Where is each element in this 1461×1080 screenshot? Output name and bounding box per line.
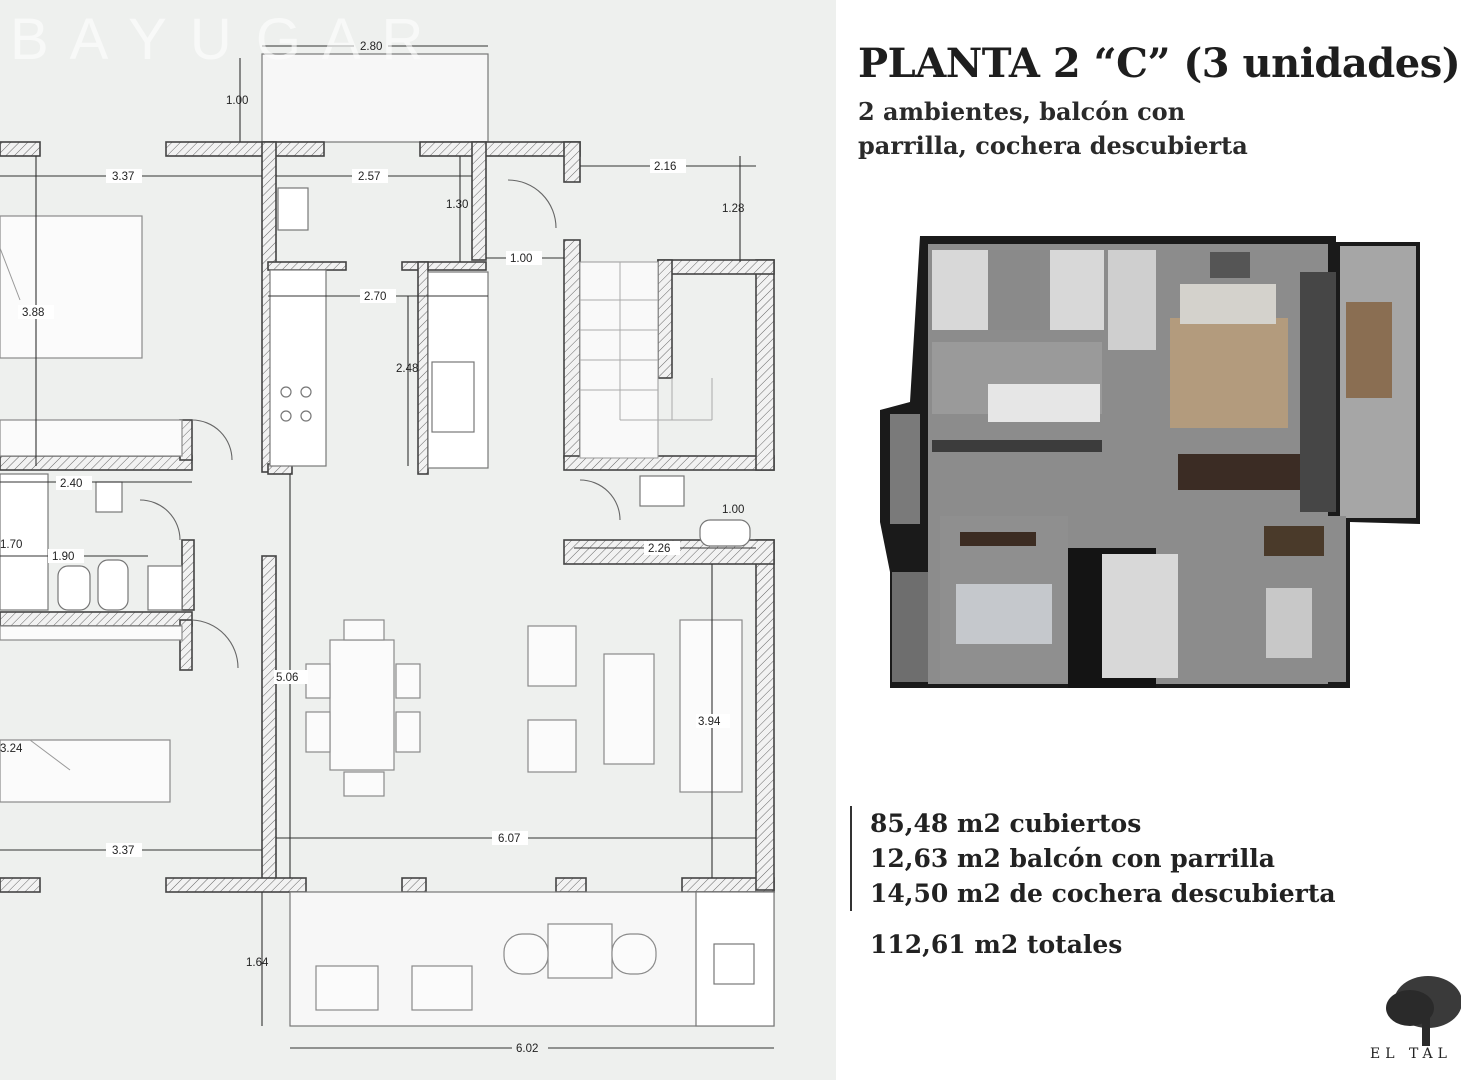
watermark: B A Y U G A R: [10, 7, 428, 72]
wc-sink: [639, 475, 685, 507]
dimension-labels: 2.80 1.00 3.37 2.57 1.30 2.16 1.28 1.00 …: [0, 38, 744, 1055]
dim-toilet-width: 1.90: [52, 551, 74, 563]
dim-kitchen-depth: 2.48: [396, 363, 418, 375]
dim-balcony-bottom-width: 6.02: [516, 1043, 538, 1055]
kitchen-sink-top: [277, 187, 309, 231]
area-total: 112,61 m2 totales: [870, 930, 1123, 959]
kitchen-sink: [431, 361, 475, 433]
closet-1: [0, 419, 183, 457]
info-panel: PLANTA 2 “C” (3 unidades) 2 ambientes, b…: [858, 40, 1461, 163]
dim-balcony-top-depth: 1.00: [226, 95, 248, 107]
dim-bedroom1-depth: 3.88: [22, 307, 44, 319]
wc-toilet: [699, 519, 751, 547]
area-parking: 14,50 m2 de cochera descubierta: [870, 879, 1336, 908]
doors: [139, 179, 621, 669]
dim-bath-width: 2.40: [60, 478, 82, 490]
balcony-top: [261, 53, 489, 143]
dining-table: [305, 619, 421, 797]
bath-sink: [95, 481, 123, 513]
bidet: [57, 565, 91, 611]
dim-bath-depth: 1.70: [0, 539, 22, 551]
outer-walls: [0, 141, 775, 893]
dim-stair-width: 2.16: [654, 161, 676, 173]
dim-stair-depth: 1.28: [722, 203, 744, 215]
dim-balcony-top-width: 2.80: [360, 41, 382, 53]
kitchen-counter: [269, 269, 327, 467]
page-subtitle: 2 ambientes, balcón con parrilla, cocher…: [858, 97, 1248, 160]
dim-living-depth: 5.06: [276, 672, 298, 684]
brand-name: EL TAL: [1370, 1046, 1452, 1062]
dim-living-right-depth: 3.94: [698, 716, 721, 728]
3d-render-image: [880, 236, 1420, 688]
floor-plan-drawing: 2.80 1.00 3.37 2.57 1.30 2.16 1.28 1.00 …: [0, 38, 775, 1055]
bed-1: [0, 215, 143, 359]
area-summary: 85,48 m2 cubiertos 12,63 m2 balcón con p…: [850, 806, 1336, 911]
dim-bedroom2-depth: 3.24: [0, 743, 23, 755]
dim-wc-depth: 1.00: [722, 504, 744, 516]
balcony-bottom: [289, 891, 775, 1027]
dim-wc-width: 2.26: [648, 543, 670, 555]
staircase: [579, 261, 713, 459]
dim-hall-door: 1.00: [510, 253, 532, 265]
dim-kitchen-top-width: 2.57: [358, 171, 380, 183]
dim-balcony-bottom-depth: 1.64: [246, 957, 269, 969]
living-furniture: [527, 619, 743, 793]
dim-living-width: 6.07: [498, 833, 520, 845]
area-covered: 85,48 m2 cubiertos: [870, 809, 1142, 838]
dim-bedroom1-width: 3.37: [112, 171, 134, 183]
dim-kitchen-top-depth: 1.30: [446, 199, 468, 211]
cooktop: [280, 386, 312, 422]
closet-2: [0, 625, 183, 641]
dim-kitchen-width: 2.70: [364, 291, 386, 303]
page-title: PLANTA 2 “C” (3 unidades): [858, 40, 1461, 87]
toilet: [97, 559, 129, 611]
dim-bedroom2-width: 3.37: [112, 845, 134, 857]
bed-2: [0, 739, 171, 803]
shaft: [147, 565, 183, 611]
area-balcony: 12,63 m2 balcón con parrilla: [870, 844, 1275, 873]
bathtub: [0, 473, 49, 611]
tree-logo-icon: [1386, 976, 1461, 1046]
